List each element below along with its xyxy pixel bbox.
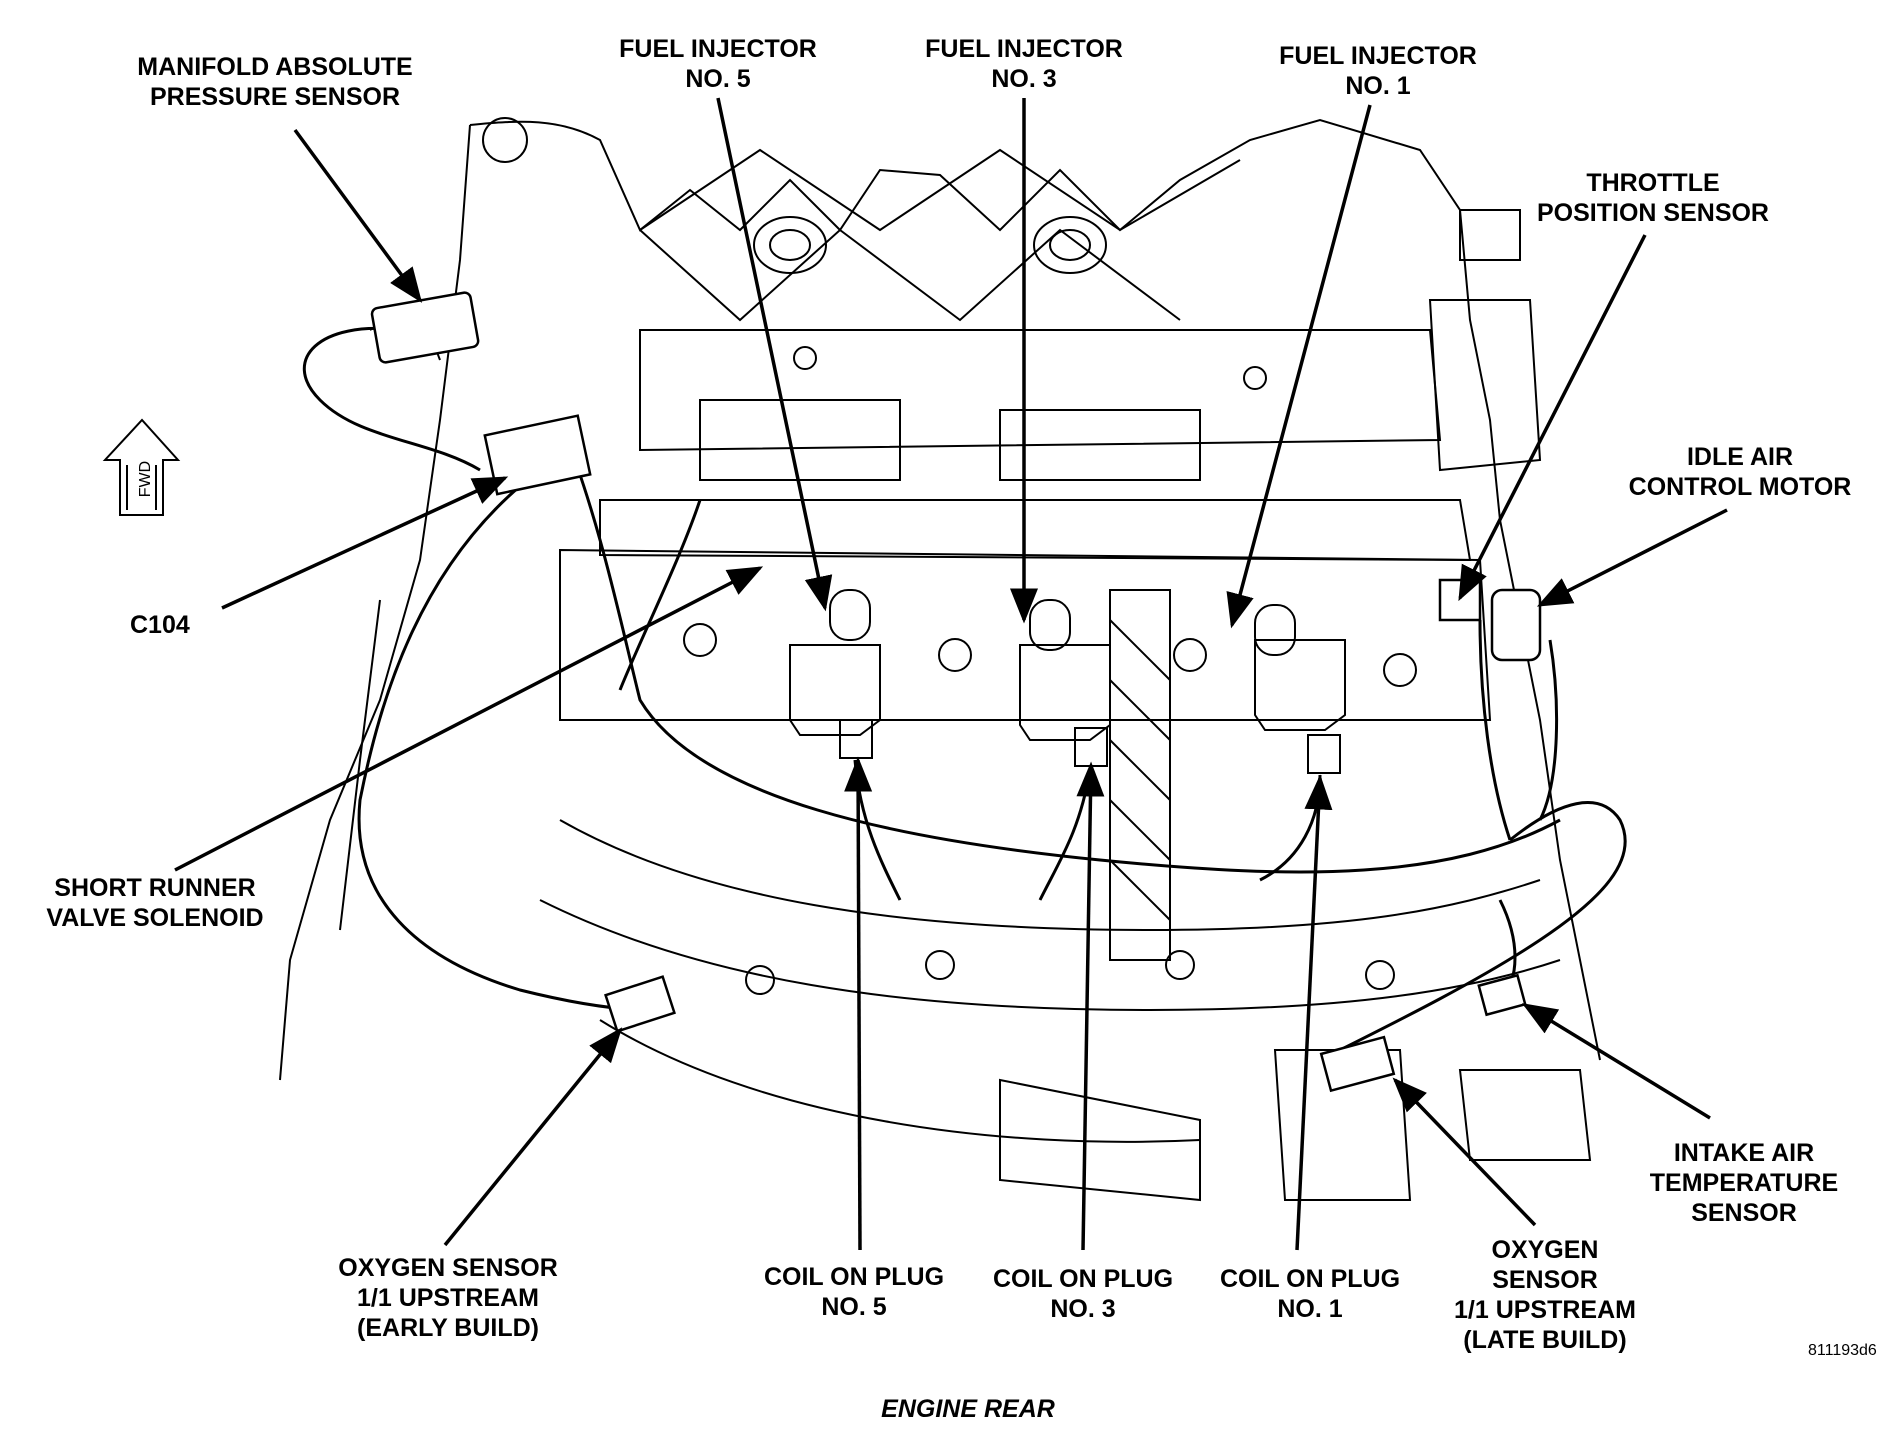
leader-short-runner-valve bbox=[174, 566, 764, 872]
leader-lines bbox=[174, 97, 1728, 1251]
label-c104: C104 bbox=[130, 611, 190, 639]
figure-id: 811193d6 bbox=[1808, 1342, 1877, 1359]
engine-outline bbox=[279, 117, 1601, 1202]
wiring-harness bbox=[302, 327, 1627, 1052]
c104-connector bbox=[483, 414, 592, 496]
iac-motor-body bbox=[1490, 588, 1542, 662]
tps-body bbox=[1438, 578, 1482, 622]
leader-c104 bbox=[221, 476, 509, 610]
leader-fuel-injector-5 bbox=[716, 97, 833, 612]
diagram-caption: ENGINE REAR bbox=[881, 1395, 1055, 1423]
leader-coil-1 bbox=[1295, 774, 1333, 1251]
components bbox=[370, 291, 1542, 1093]
leader-o2-late bbox=[1392, 1077, 1537, 1227]
leader-coil-5 bbox=[844, 756, 873, 1251]
leader-fuel-injector-1 bbox=[1226, 104, 1372, 629]
leader-map-sensor bbox=[293, 128, 423, 303]
o2-sensor-late-connector bbox=[1319, 1035, 1396, 1093]
iat-sensor-body bbox=[1477, 973, 1527, 1017]
leader-iat bbox=[1522, 1003, 1711, 1120]
o2-sensor-early-connector bbox=[604, 975, 676, 1033]
fwd-label: FWD bbox=[137, 460, 155, 498]
map-sensor-body bbox=[370, 291, 480, 364]
leader-o2-early bbox=[443, 1027, 623, 1247]
leader-tps bbox=[1458, 234, 1647, 602]
fwd-arrow-icon bbox=[102, 418, 181, 516]
leader-coil-3 bbox=[1076, 761, 1105, 1251]
leader-iac bbox=[1536, 508, 1728, 607]
